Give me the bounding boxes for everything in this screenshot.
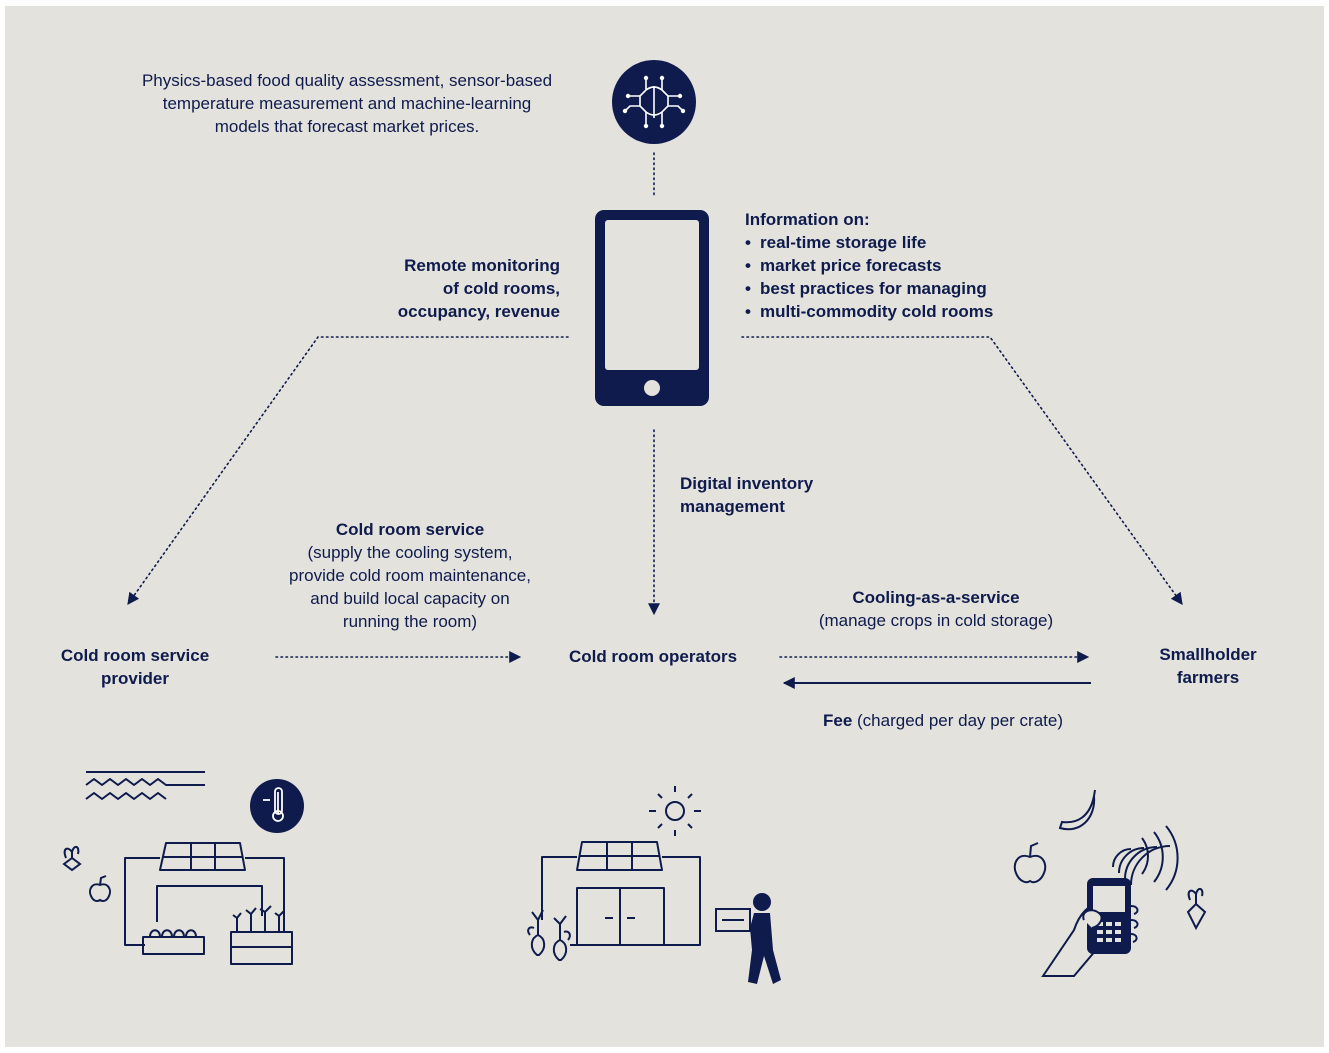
cold-room-service-title: Cold room service — [335, 520, 485, 539]
remote-monitoring-line: Remote monitoring — [404, 256, 560, 275]
fee-label: Fee (charged per day per crate) — [783, 709, 1103, 732]
actor-operators: Cold room operators — [553, 645, 753, 668]
actor-operators-label: Cold room operators — [568, 647, 738, 666]
cold-room-service-detail: (supply the cooling system, — [307, 543, 513, 562]
top-note-line: models that forecast market prices. — [214, 117, 480, 136]
top-note-line: Physics-based food quality assessment, s… — [141, 71, 553, 90]
information-heading: Information on: — [745, 210, 870, 229]
apple-icon — [89, 875, 111, 902]
remote-monitoring-line: of cold rooms, — [442, 279, 560, 298]
actor-provider-line: Cold room service — [60, 646, 210, 665]
information-block: Information on: real-time storage life m… — [745, 208, 1045, 323]
apple-icon — [1013, 842, 1047, 884]
top-note-line: temperature measurement and machine-lear… — [162, 94, 532, 113]
cooling-service-title: Cooling-as-a-service — [852, 588, 1020, 607]
cold-room-service-detail: running the room) — [342, 612, 478, 631]
digital-inventory-line: management — [680, 497, 785, 516]
banana-icon — [1058, 789, 1096, 831]
information-item: best practices for managing — [745, 277, 1045, 300]
actor-farmers-line: farmers — [1176, 668, 1240, 687]
diagram-canvas — [5, 6, 1324, 1047]
cold-room-service-label: Cold room service (supply the cooling sy… — [250, 518, 570, 633]
digital-inventory-line: Digital inventory — [680, 474, 814, 493]
cold-room-service-detail: provide cold room maintenance, — [289, 566, 531, 585]
beet-icon — [1186, 888, 1207, 931]
beet-icon — [62, 846, 82, 872]
cold-room-service-detail: and build local capacity on — [310, 589, 510, 608]
fee-title: Fee — [822, 711, 853, 730]
information-item: market price forecasts — [745, 254, 1045, 277]
top-note: Physics-based food quality assessment, s… — [112, 69, 582, 138]
actor-provider-line: provider — [100, 669, 170, 688]
actor-provider: Cold room service provider — [35, 644, 235, 690]
fee-detail: (charged per day per crate) — [852, 711, 1063, 730]
information-item-continuation: multi-commodity cold rooms — [745, 300, 1045, 323]
connector-phone-to-provider — [127, 336, 569, 605]
actor-farmers: Smallholder farmers — [1128, 643, 1288, 689]
actor-farmers-line: Smallholder — [1159, 645, 1257, 664]
cooling-service-label: Cooling-as-a-service (manage crops in co… — [786, 586, 1086, 632]
information-list: real-time storage life market price fore… — [745, 231, 1045, 323]
information-item: real-time storage life — [745, 231, 1045, 254]
remote-monitoring-label: Remote monitoring of cold rooms, occupan… — [340, 254, 560, 323]
connector-phone-to-farmers — [741, 336, 1183, 605]
sun-icon — [649, 786, 701, 836]
cooling-service-detail: (manage crops in cold storage) — [818, 611, 1054, 630]
remote-monitoring-line: occupancy, revenue — [397, 302, 560, 321]
digital-inventory-label: Digital inventory management — [680, 472, 880, 518]
